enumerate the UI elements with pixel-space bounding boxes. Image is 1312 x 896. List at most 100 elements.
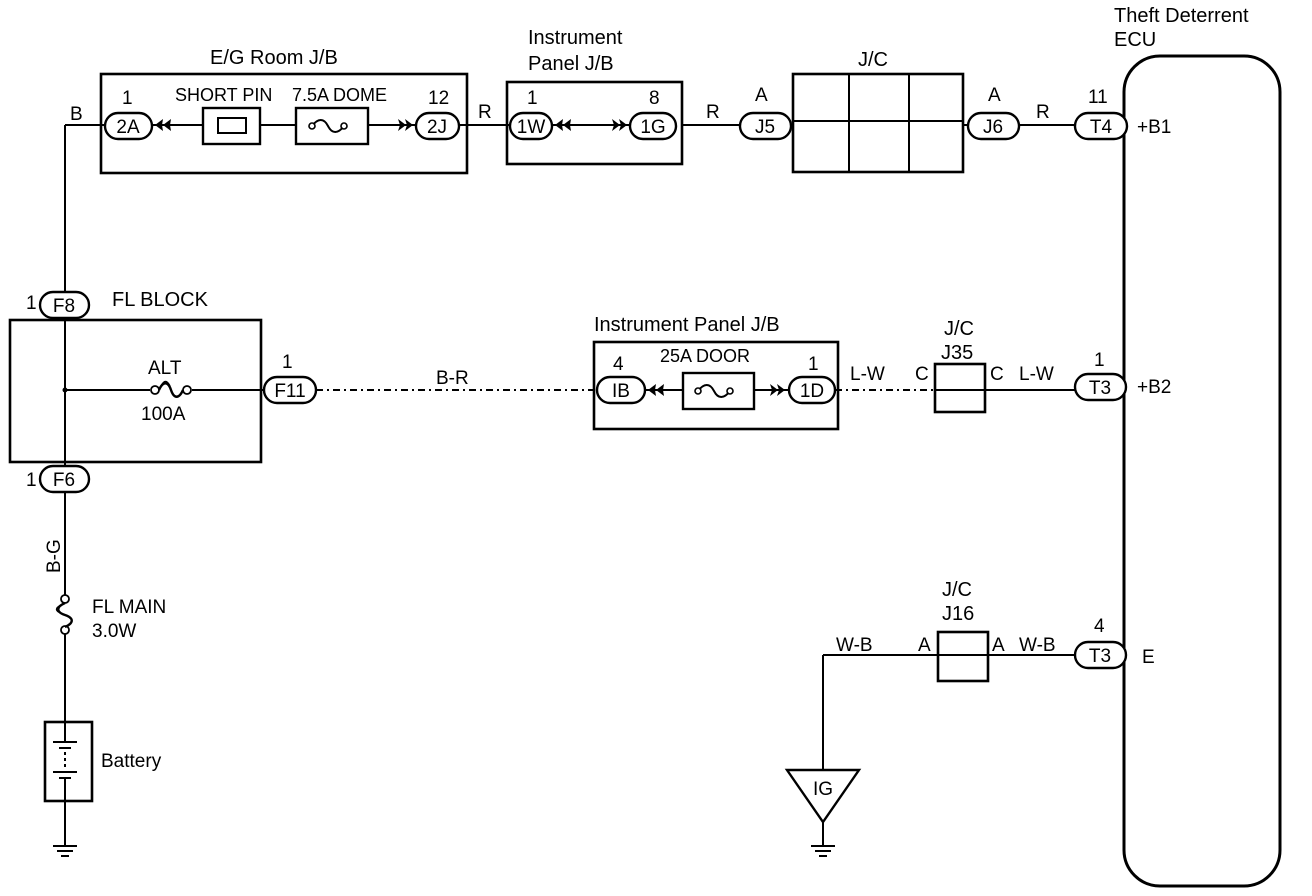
alt-label: ALT [148,358,182,379]
connector-j6-label: J6 [983,117,1003,138]
wire-label-lw1: L-W [850,364,885,385]
fuse-dome-box [294,106,370,146]
fuse-door-icon [697,384,731,398]
t3-e-num: 4 [1094,616,1105,637]
ip-jb-mid-pin-left-num: 4 [613,354,624,375]
battery-box [43,720,94,803]
connector-f11-label: F11 [274,381,305,402]
connector-t3-b2 [1073,372,1128,402]
fl-main-name: FL MAIN [92,597,166,618]
wire-label-b: B [70,104,83,125]
connector-1g-label: 1G [640,117,665,138]
top-wires [64,124,1127,292]
connector-t4-label: T4 [1090,117,1113,138]
fuse-dome-icon [311,119,345,133]
ecu-body [1122,54,1282,888]
wire-label-r1: R [478,102,492,123]
wire-label-wb1: W-B [836,635,873,656]
wire-label-r2: R [706,102,720,123]
connector-1d-label: 1D [800,381,824,402]
ecu-title-line1: Theft Deterrent [1114,5,1249,27]
connector-1g [628,111,678,141]
ecu-pin-b2: +B2 [1137,377,1171,398]
wire-label-wb2: W-B [1019,635,1056,656]
arrow-1d-icon [770,384,785,396]
ip-jb-mid-title: Instrument Panel J/B [594,314,780,336]
ip-jb-top-pin-left-num: 1 [527,88,538,109]
jc-top-right-letter: A [988,85,1001,106]
j35-title: J/C [944,318,974,340]
jc-top-title: J/C [858,49,888,71]
ip-jb-top-title-line1: Instrument [528,27,623,49]
alt-rating: 100A [141,404,186,425]
j35-left-letter: C [915,364,929,385]
fuse-door-label: 25A DOOR [660,346,750,366]
alt-fuse-icon [150,380,192,398]
connector-t3-e [1073,640,1128,670]
wire-label-bg: B-G [44,539,65,573]
f6-num: 1 [26,470,37,491]
j16-right-letter: A [992,635,1005,656]
connector-2a [103,111,154,141]
ground-ig-icon [811,822,835,857]
ip-jb-mid-pin-right-num: 1 [808,354,819,375]
ig-label: IG [813,779,833,800]
connector-j6 [966,111,1021,141]
connector-f8-label: F8 [53,296,75,317]
ecu-title-line2: ECU [1114,29,1156,51]
f8-num: 1 [26,293,37,314]
j35-right-letter: C [990,364,1004,385]
j16-id: J16 [942,603,974,625]
arrow-2a-icon [155,119,171,131]
j16-left-letter: A [918,635,931,656]
t4-num: 11 [1088,87,1108,108]
connector-j5-label: J5 [755,117,775,138]
fl-main-fuse-icon [55,594,73,635]
wire-label-br: B-R [436,368,469,389]
short-pin-label: SHORT PIN [175,85,272,105]
wire-label-r3: R [1036,102,1050,123]
connector-j5 [738,111,793,141]
ig-ground-triangle-icon [784,768,862,825]
arrow-2j-icon [398,119,413,131]
ip-jb-top-title-line2: Panel J/B [528,53,614,75]
arrow-1g-icon [612,119,627,131]
fuse-dome-label: 7.5A DOME [292,85,387,105]
eg-room-jb-pin-left-num: 1 [122,88,133,109]
connector-2j [414,111,461,141]
connector-1w-label: 1W [517,117,546,138]
connector-ib-label: IB [612,381,630,402]
fuse-door-box [681,371,756,411]
battery-label: Battery [101,751,162,772]
eg-room-jb-title: E/G Room J/B [210,47,338,69]
connector-2a-label: 2A [116,117,140,138]
j16-title: J/C [942,579,972,601]
battery-icon [53,722,77,801]
ip-jb-top-box [505,80,684,166]
wire-label-lw2: L-W [1019,364,1054,385]
j35-box [933,362,987,414]
eg-room-jb-box [99,72,469,175]
j16-box [936,630,990,683]
ip-jb-mid-box [592,340,840,431]
short-pin-inner-icon [217,117,247,134]
ip-jb-top-pin-right-num: 8 [649,88,660,109]
f11-num: 1 [282,352,293,373]
jc-top-grid [791,72,965,174]
ground-battery-icon [53,801,77,857]
connector-t4 [1073,111,1129,141]
connector-2j-label: 2J [427,117,447,138]
arrow-1w-icon [555,119,571,131]
fl-main-rating: 3.0W [92,621,136,642]
fl-block-title: FL BLOCK [112,289,209,311]
ecu-pin-b1: +B1 [1137,117,1171,138]
t3-b2-num: 1 [1094,350,1105,371]
connector-t3-b2-label: T3 [1089,378,1111,399]
jc-top-left-letter: A [755,85,768,106]
connector-1w [508,111,554,141]
j35-id: J35 [941,342,973,364]
arrow-ib-icon [648,384,664,396]
eg-room-jb-pin-right-num: 12 [428,88,449,109]
connector-f6-label: F6 [53,470,75,491]
